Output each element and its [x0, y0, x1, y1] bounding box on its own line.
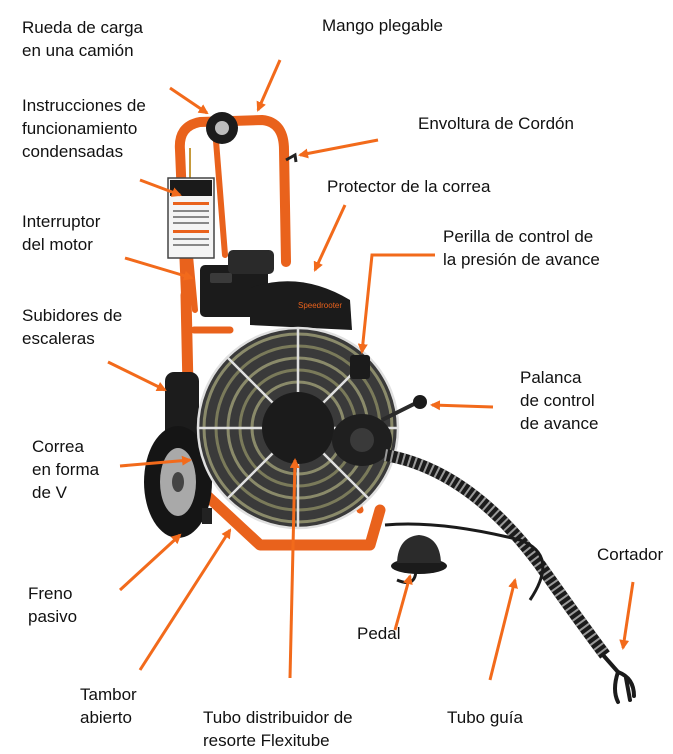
label-envoltura: Envoltura de Cordón — [418, 114, 574, 133]
cord-wrap-hook — [285, 152, 298, 163]
label-freno: Freno pasivo — [28, 584, 78, 626]
label-palanca: Palanca de control de avance — [520, 368, 599, 433]
label-tubo-guia: Tubo guía — [447, 708, 523, 727]
feed-control-lever — [381, 395, 427, 422]
instruction-card — [167, 148, 215, 259]
label-perilla: Perilla de control de la presión de avan… — [443, 227, 600, 269]
arrow-mango — [256, 59, 282, 112]
feed-control-head — [332, 414, 392, 466]
brake — [202, 508, 212, 524]
foot-pedal — [384, 522, 545, 601]
label-interruptor: Interruptor del motor — [22, 212, 101, 254]
arrow-correa — [119, 455, 192, 468]
label-mango: Mango plegable — [322, 16, 443, 35]
label-pedal: Pedal — [357, 624, 401, 643]
feed-pressure-knob — [350, 355, 370, 379]
label-tubo-distribuidor: Tubo distribuidor de resorte Flexitube — [203, 708, 353, 750]
label-tambor: Tambor abierto — [80, 685, 137, 727]
drum — [196, 326, 400, 530]
belt-guard — [250, 281, 352, 330]
cutter — [601, 653, 636, 704]
label-correa: Correa en forma de V — [32, 437, 100, 502]
arrow-cortador — [619, 581, 635, 650]
arrow-pedal — [393, 574, 413, 631]
arrow-interruptor — [124, 256, 194, 281]
arrow-tubo-guia — [488, 578, 518, 681]
label-rueda: Rueda de carga en una camión — [22, 18, 143, 60]
arrow-instrucciones — [139, 178, 182, 197]
label-cortador: Cortador — [597, 545, 664, 564]
arrow-perilla — [357, 253, 435, 354]
arrow-subidores — [107, 360, 167, 392]
arrow-rueda — [169, 86, 209, 115]
brand-logo: Speedrooter — [298, 301, 342, 310]
guide-tube — [383, 449, 610, 659]
arrow-protector — [313, 204, 347, 272]
loading-wheel — [206, 112, 238, 144]
label-protector: Protector de la correa — [327, 177, 491, 196]
arrow-tubo-distribuidor — [288, 458, 300, 679]
label-subidores: Subidores de escaleras — [22, 306, 123, 348]
arrow-tambor — [138, 528, 232, 671]
rear-wheel — [144, 426, 212, 538]
arrow-freno — [118, 533, 182, 592]
arrow-palanca — [430, 400, 494, 411]
label-instrucciones: Instrucciones de funcionamiento condensa… — [22, 96, 146, 161]
arrow-envoltura — [298, 138, 379, 159]
